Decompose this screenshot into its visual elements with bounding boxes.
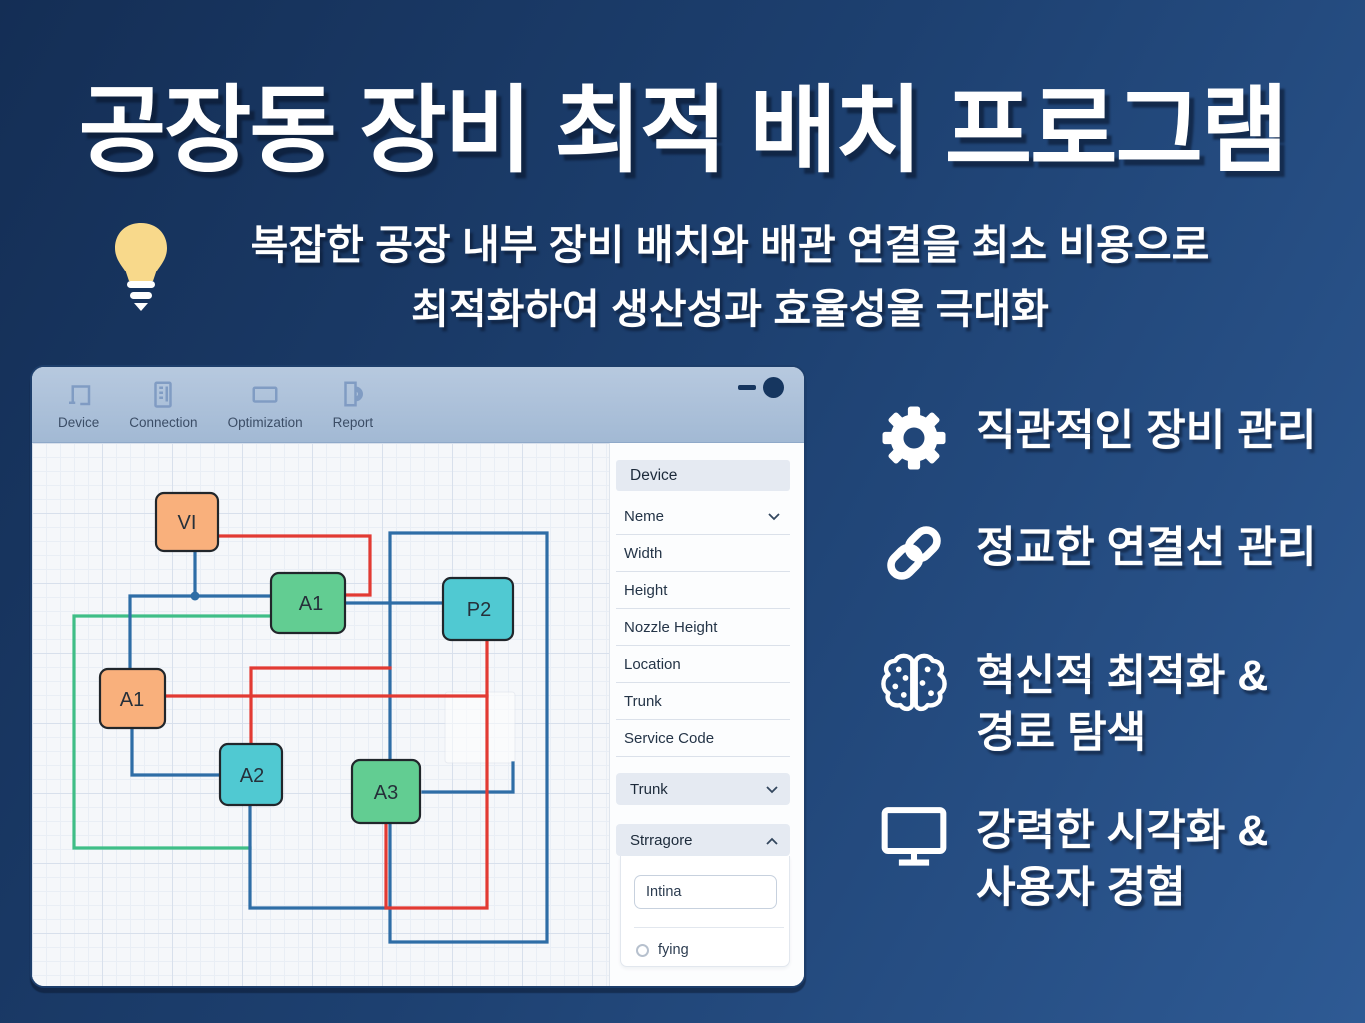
panel-field-nozzle-height[interactable]: Nozzle Height bbox=[616, 609, 790, 646]
panel-field-width[interactable]: Width bbox=[616, 535, 790, 572]
hero-subtitle: 복잡한 공장 내부 장비 배치와 배관 연결을 최소 비용으로 최적화하여 생산… bbox=[150, 214, 1310, 341]
feature-row-optimization: 혁신적 최적화 & 경로 탐색 bbox=[878, 648, 1268, 762]
trunk-dropdown[interactable]: Trunk bbox=[616, 773, 790, 805]
feature-row-equipment: 직관적인 장비 관리 bbox=[878, 403, 1316, 473]
connection-icon bbox=[148, 379, 178, 412]
node-label: VI bbox=[178, 512, 197, 534]
divider bbox=[634, 927, 784, 928]
panel-field-service-code[interactable]: Service Code bbox=[616, 720, 790, 757]
toolbar-item-label: Optimization bbox=[227, 415, 303, 430]
node-label: A2 bbox=[240, 765, 264, 787]
feature-text: 직관적인 장비 관리 bbox=[976, 403, 1316, 473]
device-icon bbox=[64, 379, 94, 412]
panel-field-height[interactable]: Height bbox=[616, 572, 790, 609]
feature-line: 경로 탐색 bbox=[976, 709, 1147, 757]
node-label: A1 bbox=[120, 689, 144, 711]
circle-button-icon[interactable] bbox=[763, 377, 784, 398]
dropdown-label: Strragore bbox=[630, 831, 693, 849]
node-label: P2 bbox=[467, 599, 491, 621]
canvas-node[interactable]: P2 bbox=[441, 576, 515, 642]
toolbar-item-label: Device bbox=[58, 415, 100, 430]
strragore-expanded-section: Intina fying bbox=[620, 856, 790, 967]
wire-red-a2-riser bbox=[249, 666, 392, 746]
feature-text: 정교한 연결선 관리 bbox=[976, 520, 1316, 586]
hero-subtitle-line1: 복잡한 공장 내부 장비 배치와 배관 연결을 최소 비용으로 bbox=[250, 222, 1210, 268]
strragore-dropdown[interactable]: Strragore bbox=[616, 824, 790, 856]
toolbar-item-device[interactable]: Device bbox=[58, 379, 99, 430]
layout-canvas[interactable]: VI A1 P2 A1 A2 A3 bbox=[32, 443, 609, 986]
radio-icon[interactable] bbox=[636, 943, 649, 957]
wire-blue-right-rect bbox=[248, 531, 549, 944]
wire-red-p2-a3 bbox=[384, 638, 489, 910]
wire-blue-a1g-a1o bbox=[128, 594, 273, 671]
faint-selection-box bbox=[444, 691, 516, 764]
wire-red-vi-a1g bbox=[216, 534, 372, 597]
wire-blue-a1o-a2 bbox=[130, 726, 222, 777]
panel-header-device: Device bbox=[616, 460, 790, 491]
intina-input[interactable]: Intina bbox=[634, 875, 777, 909]
node-label: A1 bbox=[299, 593, 323, 615]
radio-label: fying bbox=[658, 942, 689, 958]
toolbar-item-label: Report bbox=[332, 415, 374, 430]
canvas-node[interactable]: A2 bbox=[218, 742, 284, 807]
node-label: A3 bbox=[374, 782, 398, 804]
chevron-down-icon bbox=[766, 781, 778, 798]
field-label: Neme bbox=[624, 507, 665, 525]
wire-green-loop bbox=[72, 614, 273, 850]
toolbar-item-optimization[interactable]: Optimization bbox=[228, 379, 303, 430]
brain-icon bbox=[878, 648, 950, 762]
feature-line: 정교한 연결선 관리 bbox=[976, 524, 1317, 572]
canvas-node[interactable]: VI bbox=[154, 491, 220, 553]
feature-row-connection: 정교한 연결선 관리 bbox=[878, 520, 1316, 586]
canvas-node[interactable]: A1 bbox=[269, 571, 347, 635]
optimization-icon bbox=[250, 379, 280, 412]
feature-line: 사용자 경혐 bbox=[976, 864, 1186, 912]
panel-field-trunk[interactable]: Trunk bbox=[616, 683, 790, 720]
wire-blue-a3-stub bbox=[421, 761, 515, 794]
feature-row-visualization: 강력한 시각화 & 사용자 경혐 bbox=[878, 803, 1268, 917]
monitor-icon bbox=[878, 803, 950, 917]
wire-junction-dot bbox=[190, 591, 200, 601]
lightbulb-icon bbox=[111, 221, 171, 320]
toolbar-item-connection[interactable]: Connection bbox=[129, 379, 198, 430]
panel-field-location[interactable]: Location bbox=[616, 646, 790, 683]
canvas-node[interactable]: A3 bbox=[350, 758, 422, 825]
dropdown-label: Trunk bbox=[630, 780, 668, 798]
toolbar-item-label: Connection bbox=[129, 415, 198, 430]
chevron-up-icon bbox=[766, 832, 778, 849]
chevron-down-icon bbox=[768, 508, 780, 525]
feature-line: 강력한 시각화 & bbox=[976, 807, 1269, 855]
properties-panel: Device Neme Width Height Nozzle Height L… bbox=[609, 443, 804, 986]
link-icon bbox=[878, 520, 950, 586]
minimize-icon[interactable] bbox=[738, 385, 756, 390]
feature-text: 강력한 시각화 & 사용자 경혐 bbox=[976, 803, 1268, 917]
page-title: 공장동 장비 최적 배치 프로그램 bbox=[78, 78, 1289, 184]
feature-line: 직관적인 장비 관리 bbox=[976, 407, 1317, 455]
gear-icon bbox=[878, 403, 950, 473]
canvas-node[interactable]: A1 bbox=[98, 667, 167, 730]
app-window: Device Connection Optimization Report bbox=[30, 365, 806, 988]
fying-radio-row[interactable]: fying bbox=[636, 942, 689, 958]
panel-field-neme[interactable]: Neme bbox=[616, 498, 790, 535]
feature-line: 혁신적 최적화 & bbox=[976, 652, 1269, 700]
window-titlebar: Device Connection Optimization Report bbox=[32, 367, 804, 443]
feature-text: 혁신적 최적화 & 경로 탐색 bbox=[976, 648, 1268, 762]
report-icon bbox=[338, 379, 368, 412]
hero-subtitle-line2: 최적화하여 생산성과 효율성울 극대화 bbox=[411, 285, 1049, 332]
toolbar-item-report[interactable]: Report bbox=[332, 379, 374, 430]
